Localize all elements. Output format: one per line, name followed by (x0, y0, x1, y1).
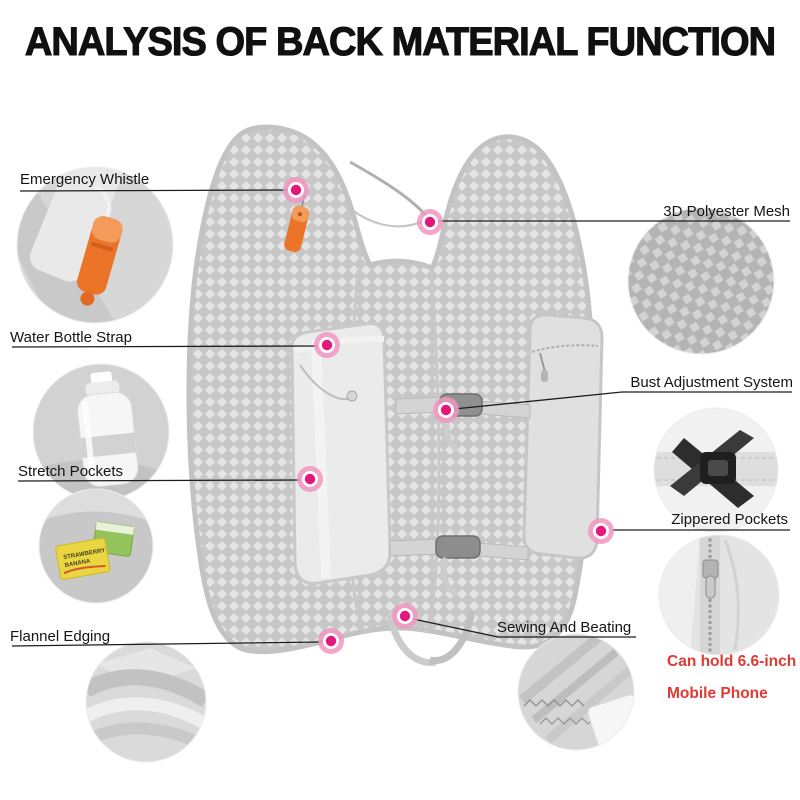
leader-lines (11, 189, 792, 647)
vest-right-seam (424, 269, 441, 633)
marker-polyester-mesh (417, 209, 443, 235)
bottom-strap-right (429, 609, 476, 665)
snack-text-line2: BANANA (64, 558, 91, 569)
3d-polyester-mesh-closeup (627, 207, 775, 355)
label-stretch-pockets: Stretch Pockets (18, 463, 124, 480)
sewing-stitching-closeup (517, 633, 635, 751)
bust-adjustment-buckle-closeup (653, 407, 779, 533)
whistle-closeup-icon (76, 216, 123, 306)
label-sewing-beating: Sewing And Beating (497, 619, 632, 636)
phone-note-line1: Can hold 6.6-inch (667, 653, 797, 670)
stretch-pockets-closeup: STRAWBERRY BANANA (38, 488, 154, 604)
marker-bust-adjustment (433, 397, 459, 423)
zippered-pocket-closeup (658, 534, 780, 656)
whistle-icon (284, 194, 310, 253)
phone-capacity-note: Can hold 6.6-inch Mobile Phone (667, 646, 796, 710)
lower-buckle (435, 535, 481, 559)
zippered-pocket (522, 313, 604, 560)
marker-sewing-beating (392, 603, 418, 629)
marker-water-bottle-strap (314, 332, 340, 358)
snack-packet-yellow: STRAWBERRY BANANA (55, 537, 111, 580)
label-water-bottle-strap: Water Bottle Strap (10, 329, 132, 346)
leader-sewing-beating (412, 618, 636, 638)
feature-markers (283, 177, 614, 654)
zigzag-stitch (523, 699, 585, 707)
flannel-edging-closeup (85, 641, 207, 763)
leader-stretch-pockets (17, 479, 301, 482)
label-polyester-mesh: 3D Polyester Mesh (663, 203, 790, 220)
page-title: ANALYSIS OF BACK MATERIAL FUNCTION (24, 19, 776, 64)
lower-sternum-strap (389, 535, 529, 597)
phone-note-line2: Mobile Phone (667, 685, 768, 702)
hydration-tube (349, 160, 432, 221)
cord-toggle (346, 390, 358, 402)
buckle-icon (670, 430, 754, 508)
leader-bust-adjustment (453, 391, 792, 410)
label-flannel-edging: Flannel Edging (10, 628, 111, 645)
marker-flannel-edging (318, 628, 344, 654)
water-bottle-strap-closeup (32, 363, 170, 501)
label-zippered-pockets: Zippered Pockets (671, 511, 788, 528)
label-bust-adjustment: Bust Adjustment System (630, 374, 793, 391)
marker-zippered-pockets (588, 518, 614, 544)
leader-water-bottle-strap (11, 345, 318, 348)
vest-illustration (186, 124, 604, 667)
label-emergency-whistle: Emergency Whistle (20, 171, 150, 188)
bottle-icon (77, 370, 139, 487)
marker-stretch-pockets (297, 466, 323, 492)
water-bottle-pocket (290, 322, 392, 585)
zipper-slider-icon (702, 559, 719, 579)
leader-emergency-whistle (19, 189, 288, 192)
marker-emergency-whistle (283, 177, 309, 203)
emergency-whistle-closeup (16, 166, 174, 324)
zipper-line (531, 344, 599, 353)
leader-flannel-edging (11, 641, 322, 647)
zipper-pull (541, 370, 548, 382)
